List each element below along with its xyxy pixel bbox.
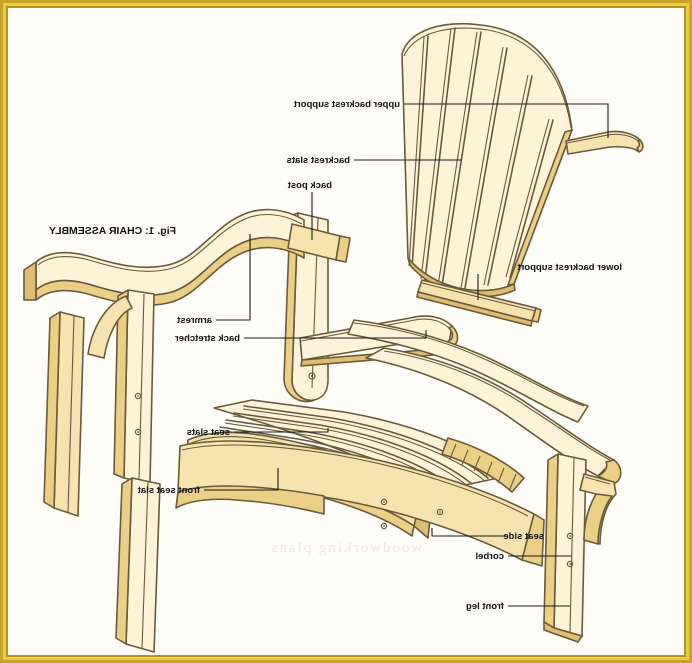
label-armrest: armrest [176,315,212,326]
label-seat-slats: seat slats [187,427,230,438]
part-upper-backrest-support [565,130,644,155]
part-seat-side-left-front [347,319,589,423]
mirrored-artwork-wrapper: woodworking plans .ln{fill:none;stroke:#… [8,8,684,655]
part-lower-backrest-support [416,279,542,327]
label-backrest-slats: backrest slats [287,155,350,166]
part-seat-side-left [365,347,622,485]
label-back-stretcher: back stretcher [175,333,240,344]
part-backrest-fan [401,22,573,298]
seat-scallop-edge [441,437,525,493]
assembly-svg: .ln{fill:none;stroke:#6b5a3a;stroke-widt… [23,22,644,653]
leader-lines [204,103,609,607]
label-seat-side: seat side [503,531,544,542]
part-front-leg-left [543,453,587,643]
chair-assembly-artwork: woodworking plans .ln{fill:none;stroke:#… [8,8,684,655]
label-upper-backrest-support: upper backrest support [293,99,400,110]
armrest-corbel-right [87,295,133,359]
part-rear-leg-right [43,311,85,517]
part-right-upright [113,289,155,485]
label-lower-backrest-support: lower backrest support [517,262,622,273]
part-armrest [23,208,305,307]
diagram-title: Fig. 1: CHAIR ASSEMBLY [49,225,176,237]
label-corbel: corbel [475,551,504,562]
armrest-post-joint [287,223,351,263]
label-back-post: back post [287,180,332,191]
label-layer: upper backrest support backrest slats ba… [49,99,622,612]
part-corbel [579,473,617,545]
part-front-leg-right [115,477,161,653]
label-front-leg: front leg [466,601,504,612]
label-front-seat-slat: front seat slat [137,485,200,496]
part-seat-side-right [175,440,545,567]
